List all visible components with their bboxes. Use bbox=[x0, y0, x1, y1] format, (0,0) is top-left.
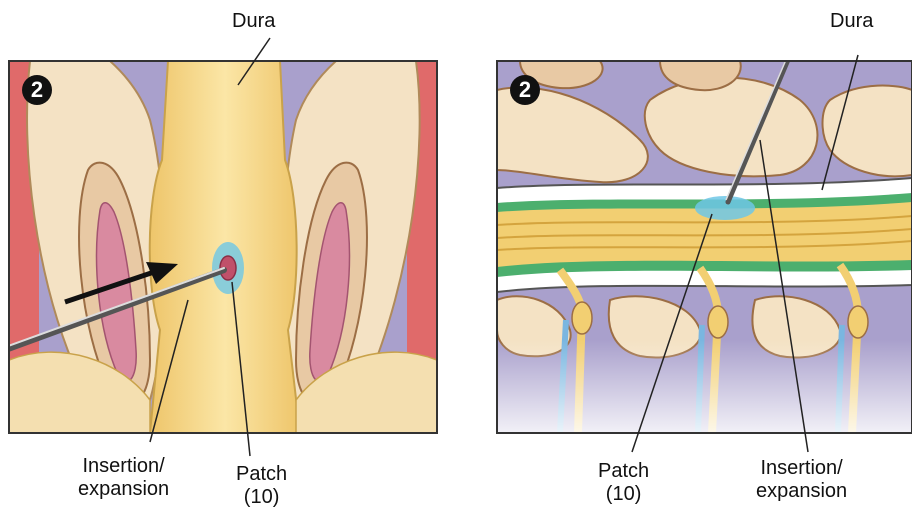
left-step-badge: 2 bbox=[22, 75, 52, 105]
ganglion-1 bbox=[572, 302, 592, 334]
right-insertion-label: Insertion/ expansion bbox=[756, 457, 847, 503]
right-panel bbox=[497, 55, 912, 433]
ganglion-2 bbox=[708, 306, 728, 338]
left-panel bbox=[0, 61, 437, 433]
left-patch-line2: (10) bbox=[236, 486, 287, 509]
left-patch-label: Patch (10) bbox=[236, 463, 287, 509]
left-insertion-line1: Insertion/ bbox=[78, 455, 169, 478]
left-insertion-label: Insertion/ expansion bbox=[78, 455, 169, 501]
right-patch-line2: (10) bbox=[598, 483, 649, 506]
right-patch-line1: Patch bbox=[598, 460, 649, 483]
bottom-fade bbox=[497, 340, 912, 433]
left-dura-label: Dura bbox=[232, 10, 275, 33]
ganglion-3 bbox=[848, 306, 868, 338]
right-insertion-line2: expansion bbox=[756, 480, 847, 503]
right-dura-label: Dura bbox=[830, 10, 873, 33]
left-insertion-line2: expansion bbox=[78, 478, 169, 501]
right-patch-label: Patch (10) bbox=[598, 460, 649, 506]
right-patch bbox=[695, 196, 755, 220]
right-insertion-line1: Insertion/ bbox=[756, 457, 847, 480]
left-patch-line1: Patch bbox=[236, 463, 287, 486]
right-step-badge: 2 bbox=[510, 75, 540, 105]
